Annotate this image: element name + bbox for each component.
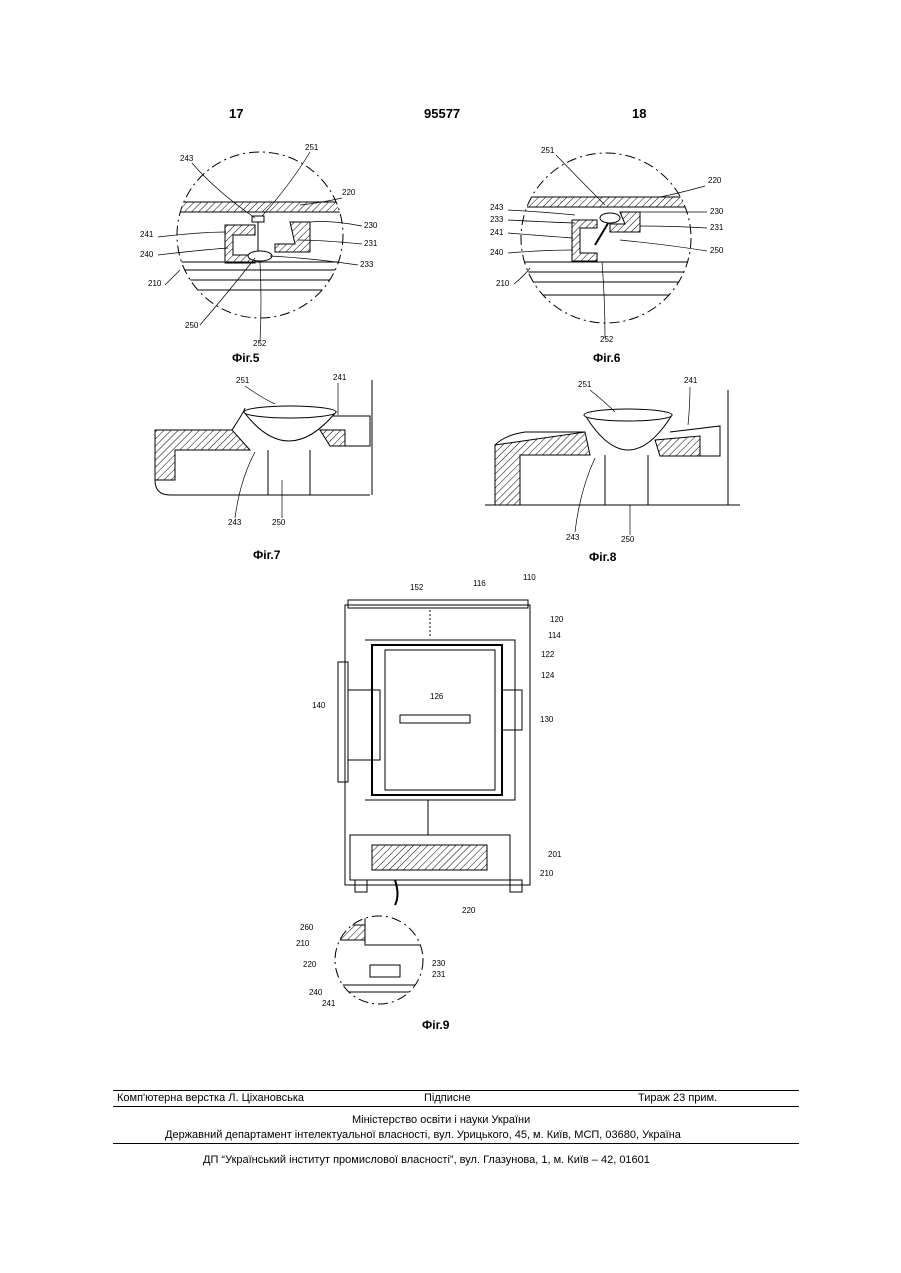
svg-text:250: 250 — [710, 246, 724, 255]
svg-text:124: 124 — [541, 671, 555, 680]
svg-text:233: 233 — [360, 260, 374, 269]
footer-rule-middle — [113, 1106, 799, 1107]
svg-text:122: 122 — [541, 650, 555, 659]
svg-text:251: 251 — [541, 146, 555, 155]
svg-text:210: 210 — [496, 279, 510, 288]
svg-text:130: 130 — [540, 715, 554, 724]
svg-text:233: 233 — [490, 215, 504, 224]
figure-8-caption: Фіг.8 — [589, 550, 616, 564]
svg-text:243: 243 — [228, 518, 242, 527]
figure-9-caption: Фіг.9 — [422, 1018, 449, 1032]
svg-text:231: 231 — [364, 239, 378, 248]
svg-text:210: 210 — [148, 279, 162, 288]
svg-text:220: 220 — [303, 960, 317, 969]
fig5-labels: 243251220 230231233 241240210 250252 — [140, 143, 378, 348]
footer-ministry: Міністерство освіти і науки України — [352, 1114, 530, 1126]
svg-text:220: 220 — [708, 176, 722, 185]
svg-text:230: 230 — [364, 221, 378, 230]
svg-text:231: 231 — [710, 223, 724, 232]
svg-text:140: 140 — [312, 701, 326, 710]
svg-text:241: 241 — [140, 230, 154, 239]
svg-text:251: 251 — [305, 143, 319, 152]
svg-text:126: 126 — [430, 692, 444, 701]
footer-department: Державний департамент інтелектуальної вл… — [165, 1129, 681, 1141]
svg-text:220: 220 — [462, 906, 476, 915]
figure-6-caption: Фіг.6 — [593, 351, 620, 365]
svg-text:241: 241 — [684, 376, 698, 385]
svg-text:210: 210 — [540, 869, 554, 878]
svg-text:240: 240 — [309, 988, 323, 997]
figure-5-caption: Фіг.5 — [232, 351, 259, 365]
svg-text:243: 243 — [180, 154, 194, 163]
figure-7-caption: Фіг.7 — [253, 548, 280, 562]
footer-institute: ДП “Український інститут промислової вла… — [203, 1154, 650, 1166]
svg-text:241: 241 — [333, 373, 347, 382]
footer-rule-top — [113, 1090, 799, 1091]
svg-text:116: 116 — [473, 579, 486, 588]
svg-text:230: 230 — [710, 207, 724, 216]
svg-text:250: 250 — [272, 518, 286, 527]
footer-compiler: Комп'ютерна верстка Л. Ціхановська — [117, 1092, 304, 1104]
svg-text:250: 250 — [621, 535, 635, 544]
svg-text:251: 251 — [578, 380, 592, 389]
svg-text:251: 251 — [236, 376, 250, 385]
svg-text:252: 252 — [600, 335, 614, 344]
svg-text:260: 260 — [300, 923, 314, 932]
svg-text:220: 220 — [342, 188, 356, 197]
svg-text:241: 241 — [322, 999, 336, 1008]
svg-text:201: 201 — [548, 850, 562, 859]
svg-text:240: 240 — [490, 248, 504, 257]
svg-text:152: 152 — [410, 583, 424, 592]
svg-text:110: 110 — [523, 573, 536, 582]
svg-text:250: 250 — [185, 321, 199, 330]
svg-text:230: 230 — [432, 959, 446, 968]
svg-text:120: 120 — [550, 615, 564, 624]
svg-text:210: 210 — [296, 939, 310, 948]
footer-rule-bottom — [113, 1143, 799, 1144]
svg-text:240: 240 — [140, 250, 154, 259]
svg-text:114: 114 — [548, 631, 561, 640]
svg-text:231: 231 — [432, 970, 446, 979]
svg-text:243: 243 — [490, 203, 504, 212]
footer-circulation: Тираж 23 прим. — [638, 1092, 717, 1104]
svg-text:241: 241 — [490, 228, 504, 237]
svg-text:243: 243 — [566, 533, 580, 542]
footer-signed: Підписне — [424, 1092, 471, 1104]
